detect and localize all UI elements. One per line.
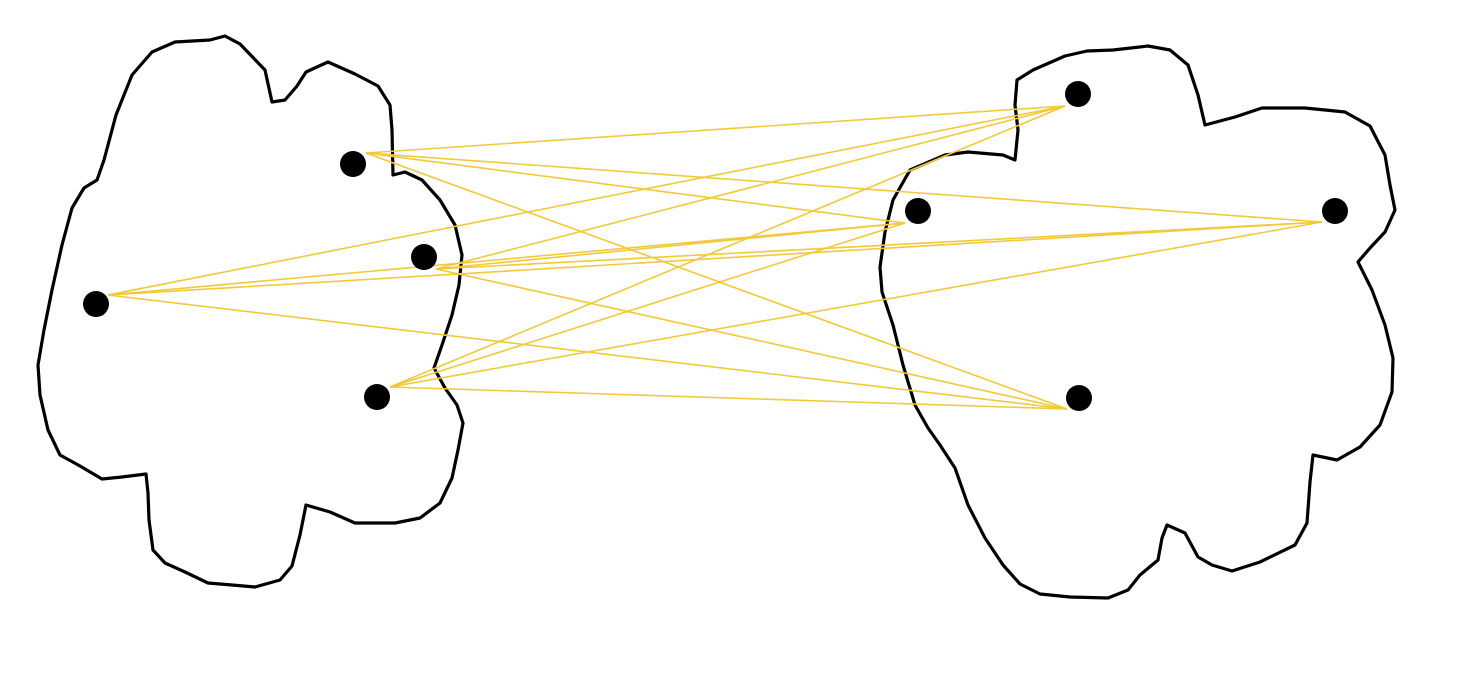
edge-left-4-right-3 bbox=[389, 221, 1323, 388]
edge-left-3-right-1 bbox=[107, 105, 1066, 296]
edge-left-1-right-2 bbox=[365, 152, 906, 224]
right-node-1 bbox=[1065, 81, 1091, 107]
edge-left-3-right-3 bbox=[107, 221, 1323, 296]
left-set-outline bbox=[36, 34, 465, 589]
edge-left-2-right-1 bbox=[435, 105, 1066, 270]
edge-left-1-right-3 bbox=[365, 152, 1323, 223]
left-node-4 bbox=[364, 384, 390, 410]
edge-left-4-right-1 bbox=[389, 105, 1066, 388]
edge-left-4-right-4 bbox=[389, 386, 1068, 410]
edge-left-4-right-2 bbox=[389, 222, 906, 388]
edges-layer bbox=[107, 105, 1323, 410]
right-node-2 bbox=[905, 198, 931, 224]
edge-left-1-right-1 bbox=[365, 105, 1066, 154]
edge-left-2-right-3 bbox=[435, 221, 1323, 270]
edge-left-1-right-4 bbox=[365, 152, 1068, 410]
nodes-layer bbox=[83, 81, 1348, 411]
left-node-1 bbox=[340, 151, 366, 177]
right-node-4 bbox=[1066, 385, 1092, 411]
left-node-3 bbox=[83, 291, 109, 317]
right-set-outline bbox=[878, 44, 1397, 600]
right-node-3 bbox=[1322, 198, 1348, 224]
left-node-2 bbox=[411, 244, 437, 270]
edge-left-2-right-4 bbox=[435, 268, 1068, 410]
edge-left-3-right-2 bbox=[107, 222, 906, 296]
